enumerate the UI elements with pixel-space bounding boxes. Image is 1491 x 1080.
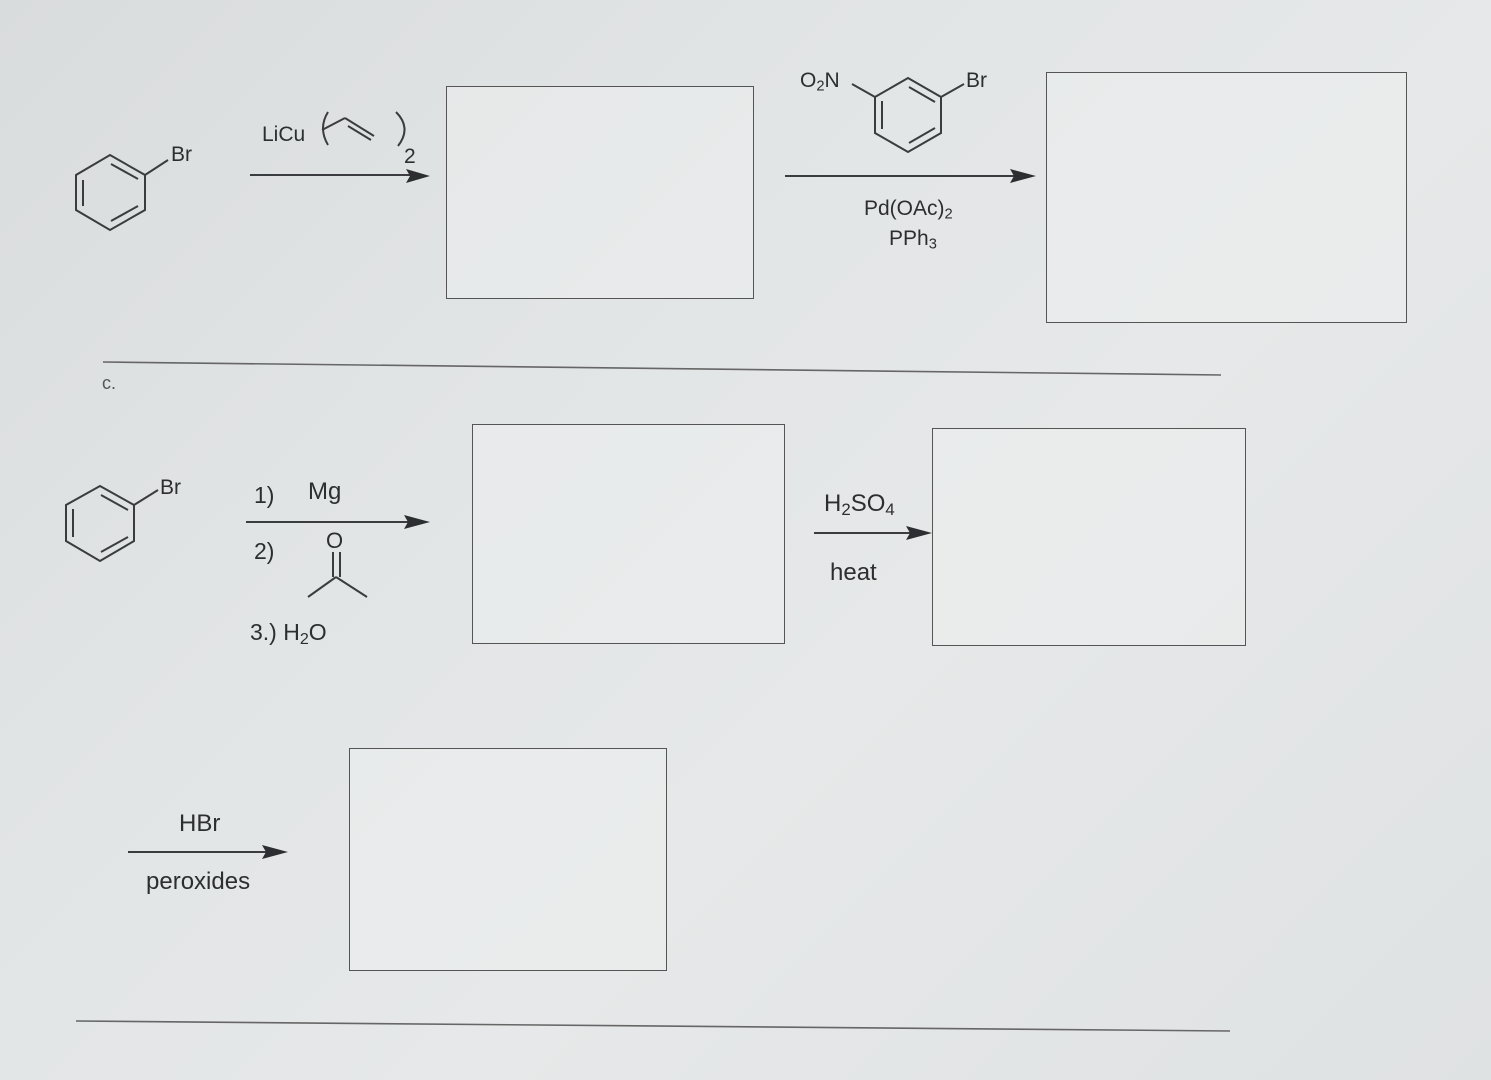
answer-box-c2[interactable] [932, 428, 1246, 646]
ligand-label: PPh3 [889, 228, 937, 252]
c-br-bond-c [133, 489, 159, 506]
arrow-1-head [406, 169, 430, 183]
answer-box-c1[interactable] [472, 424, 785, 644]
divider-1 [102, 361, 1222, 376]
step3-end: O [308, 619, 327, 645]
acid-h: H [824, 490, 842, 517]
catalyst-text: Pd(OAc) [864, 197, 945, 220]
licu-subscript: 2 [404, 145, 416, 168]
heat-label: heat [830, 559, 877, 586]
section-c-label: c. [102, 373, 117, 393]
licu-label: LiCu [262, 124, 305, 145]
acetone-structure [307, 552, 368, 598]
nitro-o: O [800, 69, 817, 92]
c-br-bond-a [144, 159, 169, 176]
nitro-n: N [824, 69, 840, 92]
acid-sub2: 4 [885, 500, 895, 520]
arrow-2-head [1010, 169, 1036, 183]
vinyl-group [321, 111, 406, 147]
acetone-oxygen: O [326, 528, 344, 553]
arrow-5-head [262, 845, 288, 859]
divider-2 [75, 1020, 1231, 1032]
benzene-ring-c [65, 484, 159, 563]
br-label-b: Br [966, 69, 987, 92]
step3-sub: 2 [299, 630, 309, 649]
acid-so: SO [850, 490, 886, 517]
benzene-ring-a [75, 153, 169, 232]
acid-label: H2SO4 [824, 492, 895, 519]
nitro-label: O2N [800, 70, 840, 94]
hbr-label: HBr [179, 810, 221, 837]
br-label-c: Br [160, 476, 181, 499]
catalyst-label: Pd(OAc)2 [864, 198, 953, 222]
benzene-ring-b [851, 76, 965, 154]
arrow-4-head [906, 526, 932, 540]
step1-reagent: Mg [308, 478, 342, 505]
ligand-sub: 3 [928, 236, 937, 253]
answer-box-d[interactable] [349, 748, 667, 971]
catalyst-sub: 2 [944, 206, 953, 223]
step2-num: 2) [254, 538, 275, 564]
br-label-a: Br [171, 143, 192, 166]
step1-num: 1) [254, 482, 275, 508]
acid-sub1: 2 [841, 500, 851, 520]
ligand-text: PPh [889, 227, 929, 250]
step3-text: 3.) H [250, 619, 300, 645]
c-no2-bond [851, 83, 876, 98]
peroxides-label: peroxides [146, 868, 251, 895]
c-br-bond-b [940, 83, 965, 98]
step3-label: 3.) H2O [250, 619, 327, 649]
answer-box-b[interactable] [1046, 72, 1407, 323]
nitro-sub: 2 [816, 78, 825, 95]
answer-box-a[interactable] [446, 86, 754, 299]
licu-text: LiCu [262, 123, 306, 146]
arrow-3-head [404, 515, 430, 529]
